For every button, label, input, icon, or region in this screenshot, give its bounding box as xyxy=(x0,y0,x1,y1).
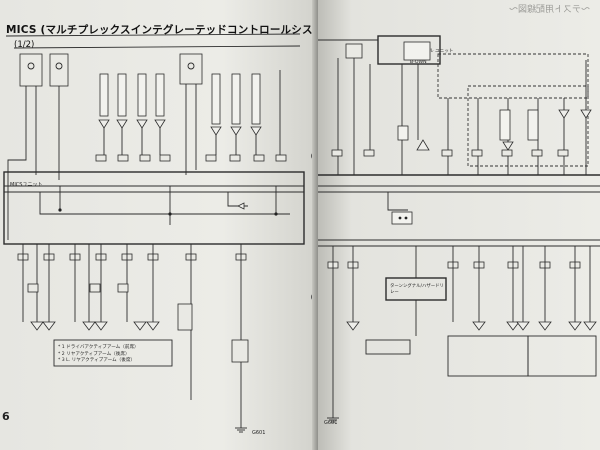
legend-line: * 3 L. リヤアクティブアーム（後席） xyxy=(58,358,136,363)
right-page: ～テスト用配線図～ コントロール ユニット B-OWN ターンシグナル/ハザード… xyxy=(318,0,600,450)
relay-label: ターンシグナル/ハザードリレー xyxy=(390,284,444,295)
output-triangles-left xyxy=(30,321,160,331)
connector-row-upper xyxy=(95,154,287,162)
page-subtitle: (1/2) xyxy=(14,40,35,50)
left-wiring-diagram xyxy=(3,33,318,433)
page-number: 6 xyxy=(2,410,10,423)
left-page: MICS (マルチプレックスインテグレーテッドコントロールシステム) (1/2)… xyxy=(0,0,318,450)
connector-row-lower xyxy=(17,253,247,261)
page-title: MICS (マルチプレックスインテグレーテッドコントロールシステム) xyxy=(6,24,318,36)
ground-label: G601 xyxy=(252,430,266,436)
legend-block: * 1 ドライバアクティブアーム（前席） * 2 リヤアクティブアーム（後席） … xyxy=(58,345,139,365)
output-triangles-right xyxy=(346,321,597,331)
switch-group-left xyxy=(98,73,166,129)
switch-group-right xyxy=(210,73,262,136)
right-wiring-diagram xyxy=(318,35,600,423)
unit-label: MICSユニット xyxy=(10,182,43,188)
legend-line: * 2 リヤアクティブアーム（後席） xyxy=(58,351,130,357)
legend-line: * 1 ドライバアクティブアーム（前席） xyxy=(58,345,139,350)
connector-label: B-OWN xyxy=(410,60,427,65)
right-ground-label: G601 xyxy=(324,420,338,426)
